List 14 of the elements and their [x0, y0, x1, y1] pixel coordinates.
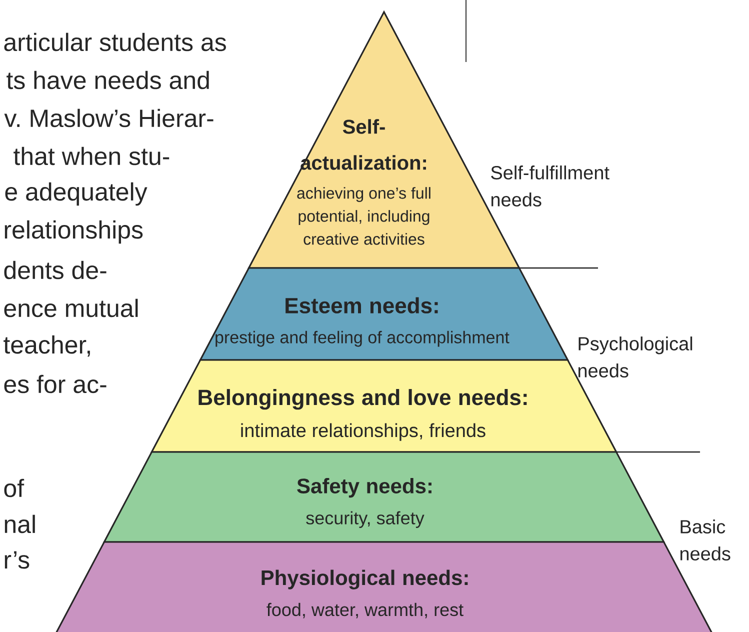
text-line: e adequately: [5, 182, 148, 206]
text-line: relationships: [4, 220, 143, 244]
text-line: dents de-: [4, 260, 106, 280]
text-line: r’s: [4, 551, 30, 569]
text-line: ence mutual: [4, 298, 138, 318]
text-line: ts have needs and: [6, 70, 209, 90]
text-line: articular students as: [4, 32, 226, 52]
text-line: nal: [4, 514, 35, 534]
text-line: that when stu-: [14, 146, 170, 166]
text-line: es for ac-: [4, 374, 106, 394]
level-label: Basic needs: [680, 520, 730, 560]
text-line: of: [4, 478, 24, 498]
text-line: teacher,: [4, 335, 90, 357]
text-line: v. Maslow’s Hierar-: [4, 108, 214, 128]
